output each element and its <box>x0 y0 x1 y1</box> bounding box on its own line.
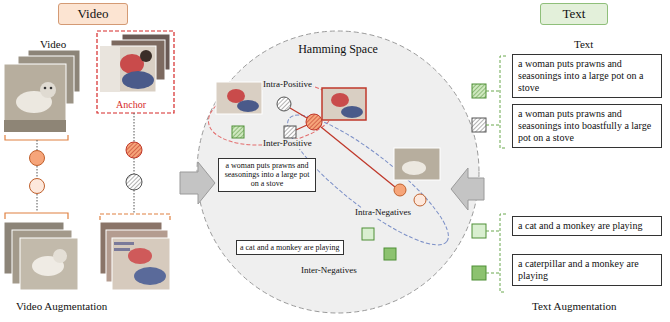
tag-box: Text <box>540 3 608 25</box>
text-box: a woman puts prawns and seasonings into … <box>512 54 662 98</box>
tag-box: Video <box>58 3 128 25</box>
node-text: Text <box>563 6 586 22</box>
text-box: a woman puts prawns and seasonings into … <box>512 104 662 148</box>
text-box: a cat and a monkey are playing <box>512 216 662 236</box>
node-text: a woman puts prawns and seasonings into … <box>222 161 312 189</box>
column-title: Text <box>574 38 593 50</box>
relation-label: Inter-Negatives <box>300 266 358 276</box>
column-title: Video <box>40 38 66 50</box>
node-text: a caterpillar and a monkey are playing <box>518 258 656 282</box>
text-codes <box>472 56 506 292</box>
node-text: a cat and a monkey are playing <box>518 220 656 232</box>
text-box: a woman puts prawns and seasonings into … <box>218 158 316 192</box>
embedding-points <box>204 75 462 262</box>
block-arrow <box>180 162 215 204</box>
column-caption: Video Augmentation <box>16 300 107 312</box>
text-box: a cat and a monkey are playing <box>236 240 344 255</box>
relation-label: Intra-Negatives <box>354 208 412 218</box>
video-frames <box>4 50 80 132</box>
text-box: a caterpillar and a monkey are playing <box>512 254 662 286</box>
node-text: a woman puts prawns and seasonings into … <box>518 58 656 94</box>
relation-label: Intra-Positive <box>262 80 313 90</box>
anchor-label: Anchor <box>116 99 146 110</box>
augmented-frames <box>4 222 170 290</box>
column-caption: Text Augmentation <box>532 300 616 312</box>
node-text: Video <box>78 6 109 22</box>
relation-label: Inter-Positive <box>262 139 313 149</box>
node-text: a woman puts prawns and seasonings into … <box>518 108 656 144</box>
hamming-circle-outline <box>197 31 479 313</box>
node-text: a cat and a monkey are playing <box>240 243 340 252</box>
space-title: Hamming Space <box>196 42 480 57</box>
anchor-frames <box>97 31 174 113</box>
block-arrow <box>451 168 484 210</box>
video-codes <box>5 113 170 220</box>
